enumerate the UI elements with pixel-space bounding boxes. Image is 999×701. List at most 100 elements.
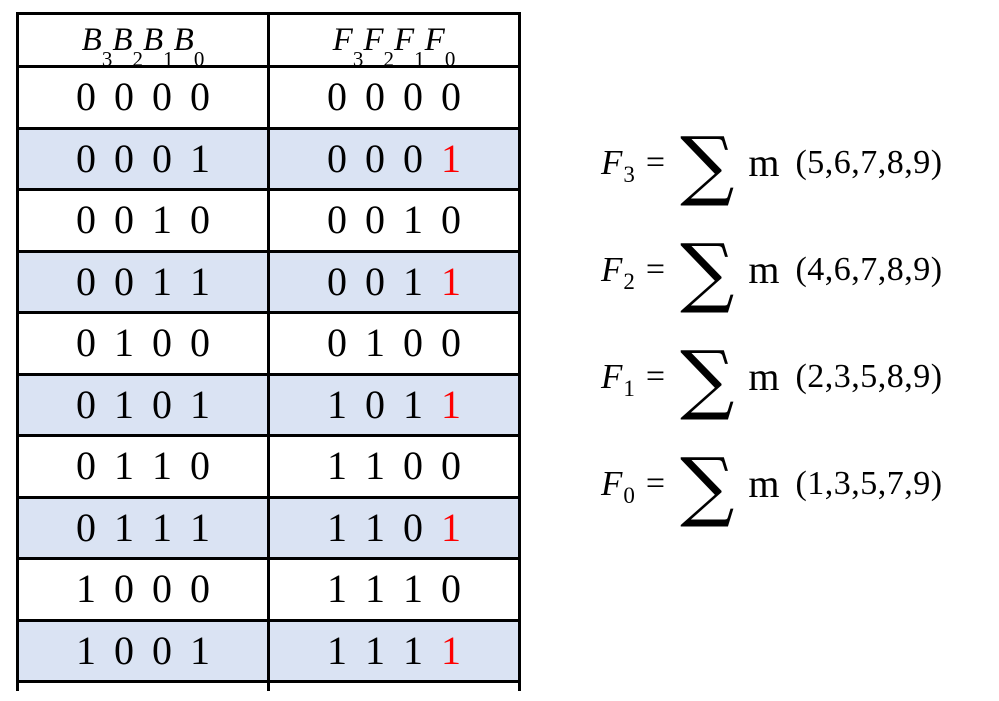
equation-variable: F — [601, 250, 623, 289]
bit: 0 — [403, 443, 423, 489]
bit: 0 — [152, 381, 172, 427]
bit: 1 — [190, 135, 210, 181]
bit: 0 — [76, 197, 96, 243]
bit: 0 — [190, 320, 210, 366]
bit: 0 — [76, 381, 96, 427]
bit: 0 — [403, 135, 423, 181]
bit: 1 — [403, 627, 423, 673]
header-subscript: 1 — [414, 47, 425, 66]
bit: 1 — [152, 504, 172, 550]
header-subscript: 0 — [444, 47, 456, 66]
header-letter: B — [81, 21, 102, 58]
bit: 1 — [327, 566, 347, 612]
bit: 1 — [441, 258, 461, 304]
header-letter: F — [363, 21, 384, 58]
cutoff-input-cell — [19, 683, 270, 691]
header-subscript: 1 — [163, 47, 174, 66]
bit: 0 — [76, 74, 96, 120]
bit: 1 — [190, 627, 210, 673]
equation-subscript: 3 — [623, 162, 635, 187]
header-letter: F — [394, 21, 415, 58]
bit: 1 — [327, 504, 347, 550]
bit: 0 — [365, 381, 385, 427]
bit: 0 — [114, 627, 134, 673]
bit: 1 — [152, 197, 172, 243]
equation-subscript: 1 — [623, 376, 635, 401]
bit: 1 — [441, 135, 461, 181]
header-subscript: 2 — [383, 47, 395, 66]
header-subscript: 3 — [101, 47, 113, 66]
equation-variable: F — [601, 357, 623, 396]
bit: 0 — [152, 74, 172, 120]
header-letter: B — [143, 21, 164, 58]
bit: 0 — [76, 443, 96, 489]
bit: 1 — [365, 566, 385, 612]
bit: 0 — [365, 135, 385, 181]
bit: 0 — [441, 320, 461, 366]
bit: 1 — [327, 627, 347, 673]
bit: 1 — [190, 381, 210, 427]
bit: 0 — [327, 74, 347, 120]
bit: 1 — [403, 197, 423, 243]
equation-subscript: 2 — [623, 269, 635, 294]
bit: 0 — [365, 74, 385, 120]
table-cutoff-row — [16, 683, 521, 691]
bit: 1 — [403, 258, 423, 304]
bit: 0 — [190, 74, 210, 120]
bit: 0 — [441, 197, 461, 243]
header-subscript: 0 — [193, 47, 205, 66]
sigma-icon: ∑ — [680, 441, 735, 531]
bit: 0 — [441, 443, 461, 489]
bit: 1 — [190, 258, 210, 304]
bit: 1 — [76, 627, 96, 673]
bit: 1 — [327, 381, 347, 427]
equation-variable: F — [601, 143, 623, 182]
minterm-m: m — [748, 460, 780, 506]
bit: 0 — [152, 320, 172, 366]
bit: 0 — [403, 320, 423, 366]
bit: 0 — [327, 258, 347, 304]
bit: 1 — [152, 258, 172, 304]
minterm-list: (4,6,7,8,9) — [795, 250, 943, 288]
minterm-m: m — [748, 246, 780, 292]
bit: 0 — [76, 135, 96, 181]
bit: 0 — [152, 135, 172, 181]
bit: 0 — [152, 627, 172, 673]
bit: 1 — [114, 504, 134, 550]
minterm-m: m — [748, 139, 780, 185]
header-letter: B — [112, 21, 133, 58]
bit: 1 — [365, 320, 385, 366]
bit: 1 — [114, 443, 134, 489]
bit: 0 — [190, 443, 210, 489]
bit: 1 — [441, 627, 461, 673]
equals-sign: = — [645, 143, 666, 181]
cutoff-output-cell — [270, 683, 518, 691]
bit: 0 — [76, 504, 96, 550]
bit: 1 — [365, 627, 385, 673]
